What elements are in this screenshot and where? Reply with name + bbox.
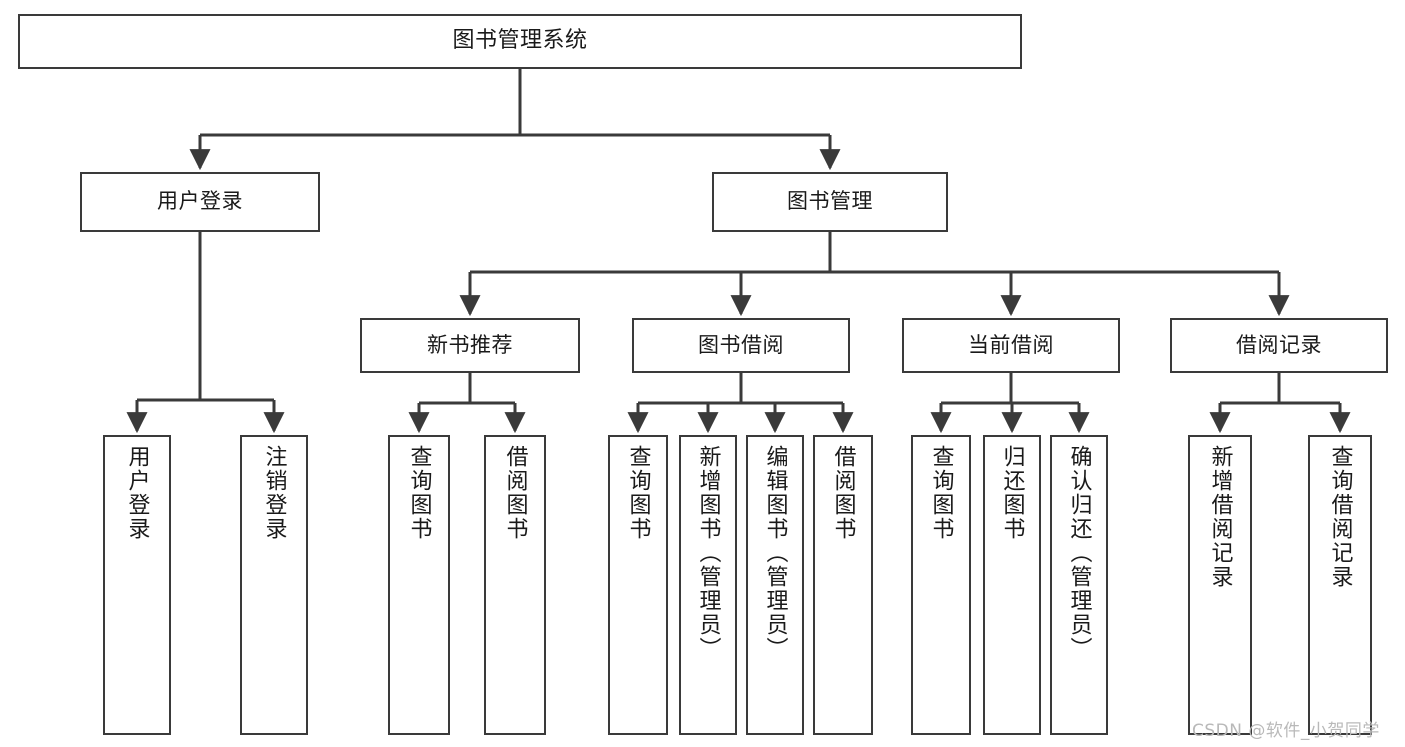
node-leaf-add-book-admin-label: 新增图书（管理员）: [695, 445, 721, 661]
node-leaf-edit-book-admin[interactable]: 编辑图书（管理员）: [746, 435, 804, 735]
node-leaf-query-book-borrow-label: 查询图书: [625, 445, 651, 541]
node-leaf-borrow-book[interactable]: 借阅图书: [813, 435, 873, 735]
csdn-watermark: CSDN @软件_小贺同学: [1192, 721, 1380, 741]
node-level2-book-management-label: 图书管理: [787, 189, 873, 214]
node-leaf-user-login[interactable]: 用户登录: [103, 435, 171, 735]
node-leaf-edit-book-admin-label: 编辑图书（管理员）: [762, 445, 788, 661]
node-level3-book-borrow-label: 图书借阅: [698, 332, 784, 357]
node-leaf-query-book-current[interactable]: 查询图书: [911, 435, 971, 735]
node-level3-current-borrow[interactable]: 当前借阅: [902, 318, 1120, 373]
node-leaf-query-book-rec[interactable]: 查询图书: [388, 435, 450, 735]
node-leaf-query-book-rec-label: 查询图书: [406, 445, 432, 541]
node-leaf-logout-login[interactable]: 注销登录: [240, 435, 308, 735]
node-leaf-query-book-borrow[interactable]: 查询图书: [608, 435, 668, 735]
node-leaf-user-login-label: 用户登录: [124, 445, 150, 541]
node-leaf-return-book-label: 归还图书: [999, 445, 1025, 541]
node-root[interactable]: 图书管理系统: [18, 14, 1022, 69]
node-level3-current-borrow-label: 当前借阅: [968, 332, 1054, 357]
node-leaf-add-book-admin[interactable]: 新增图书（管理员）: [679, 435, 737, 735]
node-leaf-query-book-current-label: 查询图书: [928, 445, 954, 541]
node-leaf-add-borrow-record[interactable]: 新增借阅记录: [1188, 435, 1252, 735]
node-leaf-return-book[interactable]: 归还图书: [983, 435, 1041, 735]
node-level3-new-book-recommend[interactable]: 新书推荐: [360, 318, 580, 373]
node-level2-user-login[interactable]: 用户登录: [80, 172, 320, 232]
node-leaf-confirm-return-admin-label: 确认归还（管理员）: [1066, 445, 1092, 661]
node-level3-borrow-record-label: 借阅记录: [1236, 332, 1322, 357]
node-leaf-logout-login-label: 注销登录: [261, 445, 287, 541]
node-leaf-add-borrow-record-label: 新增借阅记录: [1207, 445, 1233, 589]
node-leaf-borrow-book-label: 借阅图书: [830, 445, 856, 541]
node-leaf-confirm-return-admin[interactable]: 确认归还（管理员）: [1050, 435, 1108, 735]
node-level2-user-login-label: 用户登录: [157, 189, 243, 214]
node-level3-borrow-record[interactable]: 借阅记录: [1170, 318, 1388, 373]
node-leaf-query-borrow-record[interactable]: 查询借阅记录: [1308, 435, 1372, 735]
node-level2-book-management[interactable]: 图书管理: [712, 172, 948, 232]
node-root-label: 图书管理系统: [452, 28, 588, 54]
node-leaf-borrow-book-rec-label: 借阅图书: [502, 445, 528, 541]
node-leaf-query-borrow-record-label: 查询借阅记录: [1327, 445, 1353, 589]
node-level3-book-borrow[interactable]: 图书借阅: [632, 318, 850, 373]
node-level3-new-book-recommend-label: 新书推荐: [427, 332, 513, 357]
node-leaf-borrow-book-rec[interactable]: 借阅图书: [484, 435, 546, 735]
